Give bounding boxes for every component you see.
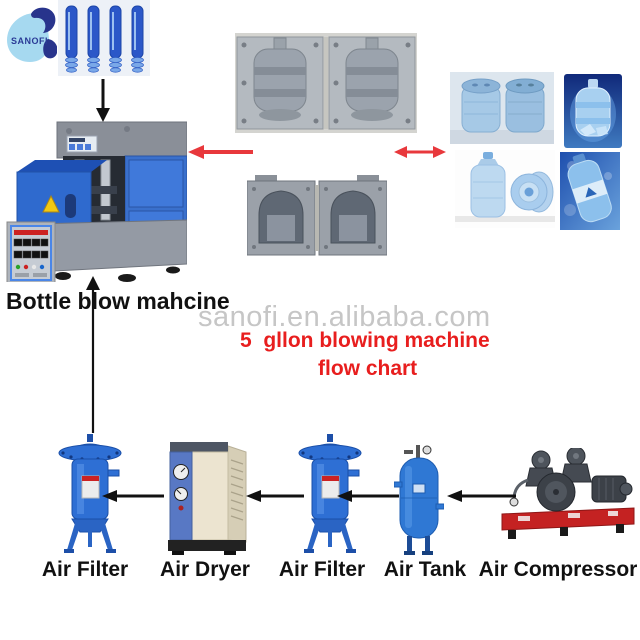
air-dryer-label: Air Dryer [160,558,250,581]
air-filter-1-label: Air Filter [41,558,129,581]
air-compressor-label: Air Compressor [478,558,638,581]
flow-arrow-tank-to-filter2-icon [337,490,399,502]
flow-arrow-filter2-to-dryer-icon [246,490,304,502]
flow-arrow-down-icon [96,79,110,122]
tilted-bottle-render [560,152,620,230]
preforms-photo [58,0,150,76]
flow-arrow-dryer-to-filter-icon [102,490,164,502]
flow-chart-title-line2: flow chart [318,357,418,380]
glow-bottle-render [564,74,622,148]
inverted-bottles-photo [450,72,554,144]
air-filter-2-image [298,434,362,553]
sanofi-logo-icon: SANOFI [7,7,57,62]
air-compressor-image [501,448,635,539]
upright-and-lying-bottles-photo [455,150,555,228]
sanofi-logo-text: SANOFI [11,36,48,46]
air-dryer-image [168,442,247,555]
watermark-text: sanofi.en.alibaba.com [198,301,491,333]
air-tank-label: Air Tank [383,558,467,581]
bottle-mold-open-photo [235,33,417,133]
air-filter-2-label: Air Filter [278,558,366,581]
machine-label: Bottle blow mahcine [6,288,230,314]
flow-arrow-red-double-icon [394,146,446,158]
flow-arrow-up-icon [86,276,100,433]
blow-machine-image [6,121,187,282]
air-filter-1-image [58,434,122,553]
flow-chart-title-line1: 5 gllon blowing machine [240,329,490,352]
bottle-mold-cavity-photo [247,175,387,256]
air-tank-image [394,445,444,555]
flow-arrow-red-left-icon [188,145,253,159]
flow-arrow-compressor-to-tank-icon [447,490,516,502]
